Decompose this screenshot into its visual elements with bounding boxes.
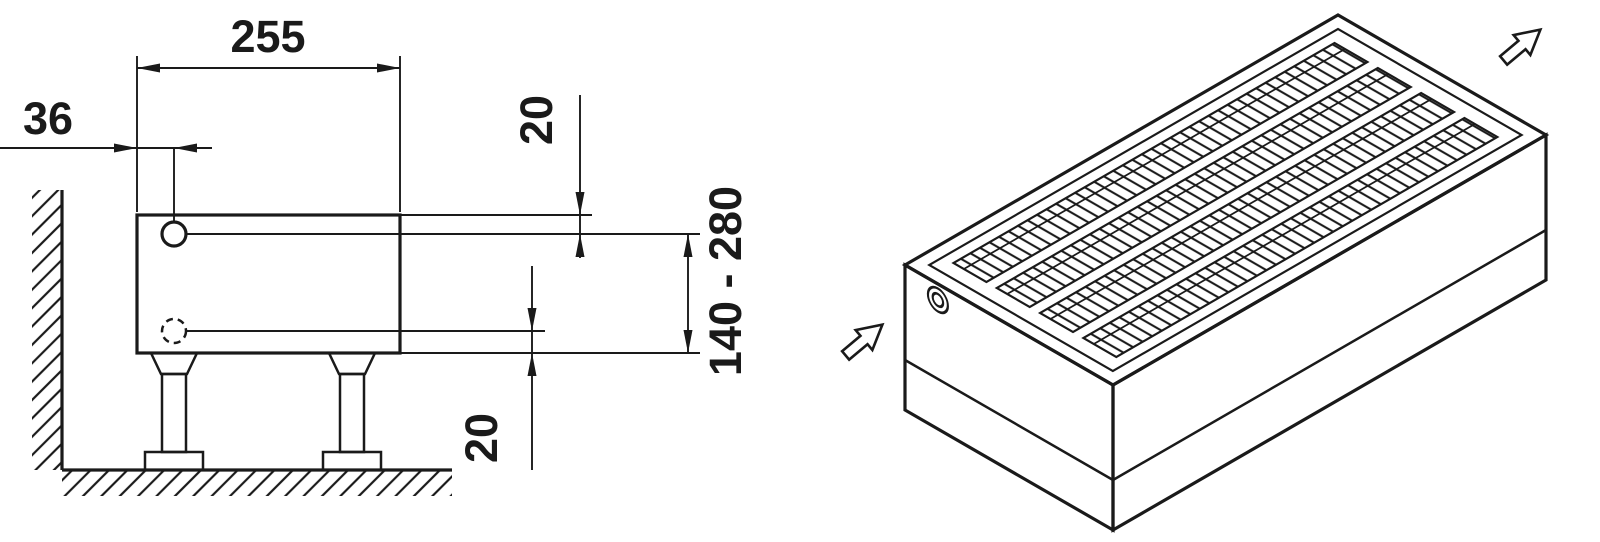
- base-band-left: [904, 358, 1114, 482]
- isometric-view: [840, 13, 1550, 533]
- radiator-body: [135, 213, 402, 355]
- dim-pipe-offset-label: 36: [23, 93, 73, 144]
- flow-direction-arrow-icon: [1498, 27, 1543, 67]
- dim-height-range-label: 140 - 280: [700, 186, 751, 376]
- side-pipe-connection-icon: [926, 285, 949, 315]
- grille-row: [1081, 116, 1500, 359]
- radiator-foot-right: [321, 351, 383, 472]
- grille-row: [951, 41, 1370, 284]
- dimension-width: 255: [136, 11, 401, 212]
- hatched-wall-icon: [32, 190, 64, 470]
- top-grille: [927, 27, 1524, 373]
- radiator-foot-left: [143, 351, 205, 472]
- flow-direction-arrow-icon: [840, 322, 885, 362]
- top-pipe-connection-icon: [160, 220, 188, 248]
- dim-width-label: 255: [230, 11, 305, 62]
- dimension-pipe-to-bottom: 20: [186, 266, 545, 470]
- grille-row: [994, 66, 1413, 309]
- base-band-front: [1112, 228, 1547, 482]
- side-view: 255 36 20 140 - 280: [0, 11, 751, 496]
- box-top-face: [901, 13, 1550, 387]
- dim-pipe-to-top-label: 20: [511, 95, 562, 145]
- dimension-height-range: 140 - 280: [400, 186, 751, 376]
- grille-frame: [927, 27, 1524, 373]
- dimension-pipe-to-top: 20: [186, 95, 700, 258]
- dim-pipe-to-bottom-label: 20: [456, 413, 507, 463]
- dimension-pipe-offset: 36: [0, 93, 212, 222]
- box-front-face: [1111, 132, 1548, 533]
- bottom-pipe-connection-icon: [160, 317, 188, 345]
- grille-row: [1037, 91, 1457, 334]
- hatched-floor-icon: [62, 468, 452, 496]
